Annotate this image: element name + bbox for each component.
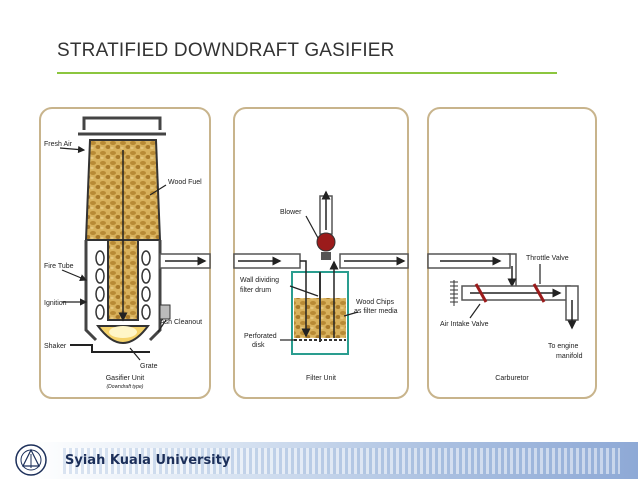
gasifier-caption-sub: (Downdraft type) <box>107 384 144 390</box>
carburetor-caption: Carburetor <box>495 375 529 382</box>
label-ignition: Ignition <box>44 300 67 307</box>
blower-icon <box>316 232 336 252</box>
arrow-icon <box>61 269 88 282</box>
label-throttle-valve: Throttle Valve <box>526 255 569 262</box>
label-disk: disk <box>252 342 265 349</box>
arrow-icon <box>149 184 167 196</box>
fire-glow <box>109 326 137 338</box>
chain-links <box>95 250 151 320</box>
gasifier-caption: Gasifier Unit <box>106 375 145 382</box>
label-grate: Grate <box>140 363 158 370</box>
footer-bar <box>60 448 620 474</box>
university-name: Syiah Kuala University <box>65 453 231 468</box>
arrow-icon <box>469 303 481 319</box>
arrow-icon <box>289 285 319 297</box>
label-filter-media: as filter media <box>354 308 398 315</box>
label-manifold: manifold <box>556 353 583 360</box>
filter-downflow <box>300 260 311 338</box>
label-shaker: Shaker <box>44 343 67 350</box>
valve-icon <box>474 283 488 303</box>
carburetor-panel <box>427 107 597 399</box>
valve-icon <box>532 283 546 303</box>
air-intake-grill <box>450 280 458 306</box>
label-to-engine: To engine <box>548 343 578 350</box>
filter-caption: Filter Unit <box>306 375 336 382</box>
label-perforated: Perforated <box>244 333 277 340</box>
label-air-intake-valve: Air Intake Valve <box>440 321 489 328</box>
label-wood-chips: Wood Chips <box>356 299 395 306</box>
label-blower: Blower <box>280 209 302 216</box>
ash-cleanout-door <box>159 304 171 320</box>
label-fire-tube: Fire Tube <box>44 263 74 270</box>
gasifier-diagram: Fresh Air Wood Fuel Fire Tube Ignition A… <box>39 107 597 399</box>
gasifier-lid <box>78 116 166 136</box>
label-fresh-air: Fresh Air <box>44 141 73 148</box>
label-ash-cleanout: Ash Cleanout <box>160 319 202 326</box>
shaker-rod <box>70 344 150 353</box>
label-wood-fuel: Wood Fuel <box>168 179 202 186</box>
arrow-icon <box>305 215 319 239</box>
arrow-icon <box>129 347 141 361</box>
university-logo-icon <box>15 444 47 476</box>
label-wall-dividing: Wall dividing <box>240 277 279 284</box>
arrow-icon <box>343 311 359 317</box>
arrow-icon <box>59 145 86 154</box>
title-rule <box>57 72 557 74</box>
slide-title: STRATIFIED DOWNDRAFT GASIFIER <box>57 40 395 61</box>
label-filter-drum: filter drum <box>240 287 271 294</box>
arrow-icon <box>157 319 167 333</box>
